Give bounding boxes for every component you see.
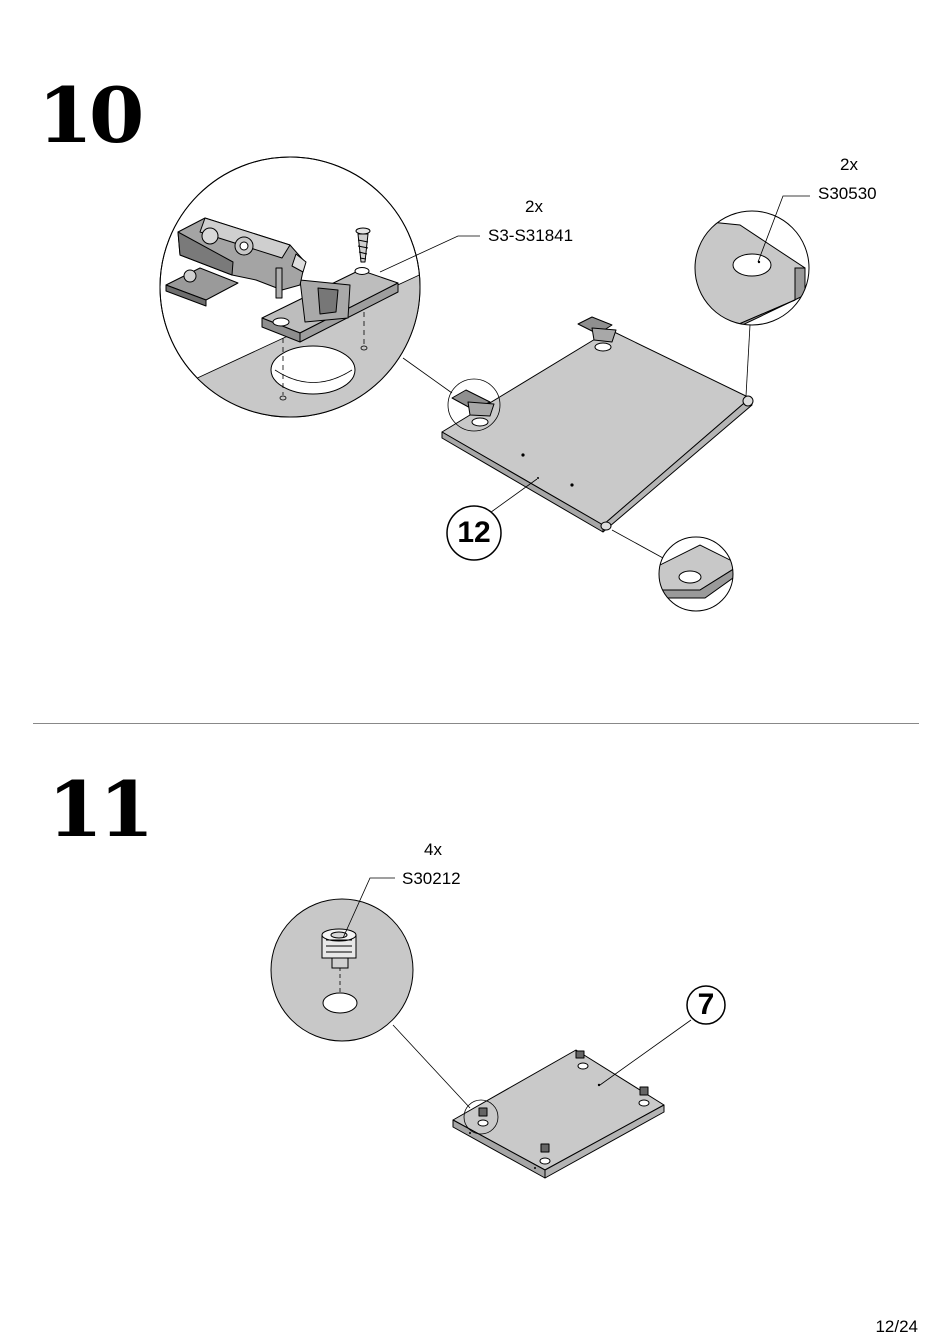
page-number: 12/24 [875, 1317, 918, 1337]
panel-12-callout: 12 [447, 518, 501, 548]
panel-12-leader-line [487, 479, 537, 515]
panel-7-callout: 7 [687, 990, 725, 1020]
cam-zoom-line [393, 1025, 470, 1108]
dowel-zoom-line-top [746, 325, 750, 396]
dowel-zoom-line-bottom [612, 530, 663, 558]
panel-7 [453, 1050, 664, 1178]
dowel-detail-circle-top [690, 211, 809, 330]
panel-7-leader-line [600, 1020, 691, 1085]
cam-detail-circle [271, 899, 413, 1041]
hinge-zoom-line [403, 358, 452, 393]
dowel-detail-circle-bottom [650, 537, 740, 611]
panel-12 [442, 317, 753, 532]
